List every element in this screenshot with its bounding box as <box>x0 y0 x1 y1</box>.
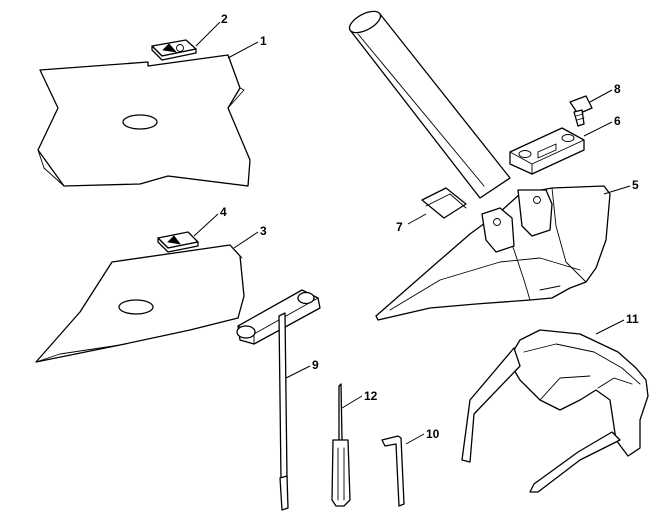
drive-shaft-tube <box>348 10 511 199</box>
leader-7 <box>407 213 427 225</box>
callout-9: 9 <box>312 358 319 372</box>
hex-key <box>381 435 405 507</box>
clamp <box>421 187 467 219</box>
callout-labels: 1 2 3 4 5 6 7 8 9 10 11 12 <box>220 12 639 441</box>
thrust-washer <box>151 39 197 61</box>
leader-5 <box>603 185 631 195</box>
callout-4: 4 <box>220 205 227 219</box>
callout-6: 6 <box>614 114 621 128</box>
leader-2 <box>195 21 221 47</box>
leader-4 <box>193 213 219 237</box>
leader-9 <box>285 365 311 379</box>
leader-3 <box>233 231 259 249</box>
screw <box>569 95 593 127</box>
callout-2: 2 <box>221 12 228 26</box>
callout-8: 8 <box>614 82 621 96</box>
callout-1: 1 <box>260 34 267 48</box>
safety-glasses <box>461 329 649 493</box>
leader-10 <box>405 433 425 445</box>
leader-12 <box>341 395 363 409</box>
two-tooth-blade <box>35 244 245 363</box>
deflector <box>375 185 611 321</box>
callout-5: 5 <box>632 178 639 192</box>
callout-7: 7 <box>396 220 403 234</box>
leader-11 <box>595 319 625 335</box>
screwdriver <box>331 383 351 507</box>
callout-11: 11 <box>626 312 639 326</box>
combination-wrench <box>236 289 321 511</box>
leader-6 <box>583 121 613 137</box>
leader-lines <box>193 21 631 445</box>
leader-1 <box>227 41 259 59</box>
thrust-washer-small <box>157 231 199 253</box>
callout-10: 10 <box>426 427 440 441</box>
four-tooth-blade <box>37 54 251 187</box>
clamp-plate <box>509 127 585 175</box>
leader-8 <box>589 89 613 103</box>
callout-3: 3 <box>260 224 267 238</box>
callout-12: 12 <box>364 389 378 403</box>
